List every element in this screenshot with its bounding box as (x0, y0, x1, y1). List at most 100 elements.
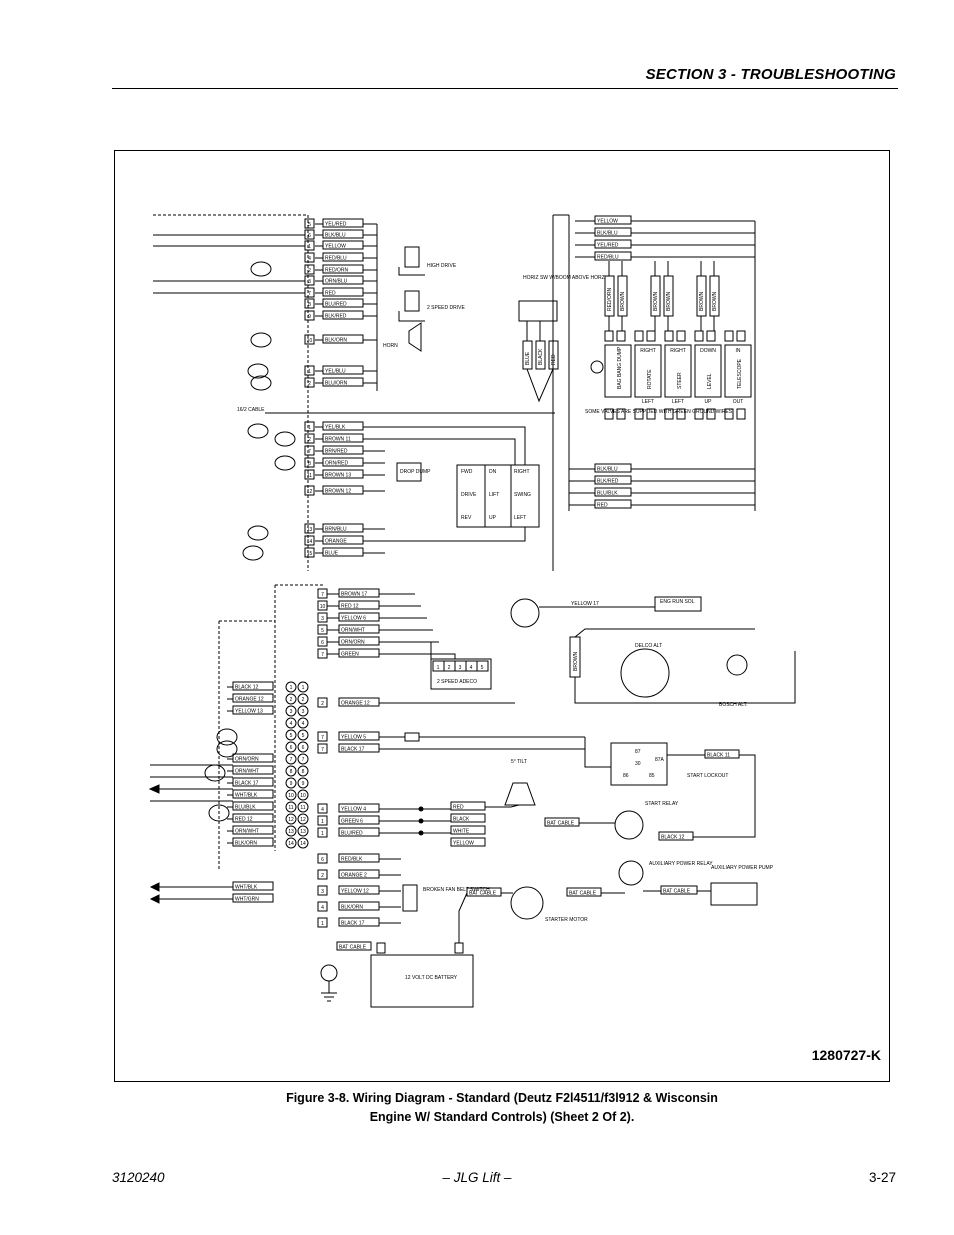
wire-label: YELLOW 6 (341, 616, 366, 622)
pin-number: 7 (321, 747, 324, 753)
joystick-label: REV (461, 515, 472, 521)
pin-box (317, 885, 328, 896)
wire-label: BROWN 13 (325, 473, 351, 479)
terminal-circle (285, 801, 297, 813)
valve-terminal (706, 330, 716, 342)
terminal-number: 5 (302, 733, 305, 739)
terminal-number: 12 (300, 817, 306, 823)
wire-label-box (338, 624, 380, 634)
pin-box (317, 917, 328, 928)
terminal-number: 10 (288, 793, 294, 799)
valve-terminal (646, 330, 656, 342)
terminal-circle (297, 681, 309, 693)
pin-number: 1 (308, 244, 311, 250)
connector-bubble (247, 525, 269, 541)
pin-box (304, 469, 315, 480)
wire-label: BLK/BLU (597, 231, 618, 237)
wire-label: BLK/RED (325, 314, 347, 320)
terminal-circle (297, 789, 309, 801)
aux-power-relay (618, 860, 644, 886)
broken-belt-switch (402, 884, 418, 912)
wire-label: BLU/BLK (235, 805, 256, 811)
arrow-head (149, 882, 160, 892)
pin-number: 1 (308, 369, 311, 375)
valve-wire-label: BROWN (666, 291, 672, 311)
connector-bubble (208, 804, 230, 822)
wire-label-box (322, 229, 364, 239)
wire-label-box (338, 869, 380, 879)
splice-dot (418, 818, 424, 824)
pin-number: 15 (307, 551, 313, 557)
wire-label: YELLOW 4 (341, 807, 366, 813)
wire-label: YELLOW (453, 841, 474, 847)
wire (398, 311, 425, 322)
pin-box (304, 252, 315, 263)
wire-label-box (544, 817, 580, 827)
wire-label: BROWN 17 (341, 592, 367, 598)
bosch-label: BOSCH ALT. (719, 702, 748, 708)
joystick-label: RIGHT (514, 469, 530, 475)
pin-number: 11 (307, 473, 312, 479)
adeco-pin: 5 (481, 665, 484, 671)
pin-number: 4 (321, 905, 324, 911)
wire-label: ORANGE 2 (341, 873, 367, 879)
connector-bubble (247, 423, 269, 439)
valve-wire-label: BROWN (653, 291, 659, 311)
wire-label: WHT/GRN (235, 897, 259, 903)
delco-alternator (620, 648, 670, 698)
broken-belt-label: BROKEN FAN BELT SWITCH (423, 887, 490, 893)
battery-terminal-neg (376, 942, 386, 954)
wire-label-box (338, 901, 380, 911)
caption-line-2: Engine W/ Standard Controls) (Sheet 2 Of… (369, 1110, 635, 1124)
relay-pin: 85 (649, 773, 655, 779)
pin-number: 10 (307, 338, 313, 344)
pin-box (304, 485, 315, 496)
wire-label-box (336, 941, 372, 951)
pin-box (304, 421, 315, 432)
wire-label: BLACK 17 (341, 921, 365, 927)
wire-label: YELLOW 12 (341, 889, 369, 895)
wire-label-box (450, 813, 486, 823)
wire-label-box (566, 887, 602, 897)
terminal-circle (285, 813, 297, 825)
resistor (404, 732, 420, 742)
terminal-circle (285, 825, 297, 837)
valve-name: LEVEL (707, 373, 713, 389)
pin-box (317, 901, 328, 912)
speed-drive-solenoid (404, 290, 420, 312)
wire-label-box (660, 885, 698, 895)
wire-label: BLU/BLK (597, 491, 618, 497)
drop-dump-solenoid (396, 462, 422, 482)
wire-label: ORN/ORN (341, 640, 365, 646)
wire (379, 653, 456, 659)
terminal-number: 8 (302, 769, 305, 775)
valve-body (604, 344, 632, 398)
wire-label-box (658, 831, 694, 841)
valve-top-label: RIGHT (670, 348, 686, 354)
wire-label: BLACK 11 (707, 753, 730, 759)
valve-terminal (634, 408, 644, 420)
terminal-number: 7 (290, 757, 293, 763)
pin-number: 10 (320, 604, 326, 610)
terminal-number: 9 (290, 781, 293, 787)
wire-label: BLACK 12 (661, 835, 685, 841)
wire-label-box (322, 334, 364, 344)
terminal-number: 2 (302, 697, 305, 703)
wire-label: BLK/ORN (325, 338, 347, 344)
pin-number: 1 (308, 425, 311, 431)
switch-wire-label: BLUE (525, 351, 531, 365)
pin-box (304, 298, 315, 309)
pin-box (317, 731, 328, 742)
wire-label: BAT CABLE (469, 891, 497, 897)
wire-label-box (232, 753, 274, 763)
wire-label: GREEN (341, 652, 359, 658)
pin-number: 2 (308, 437, 311, 443)
pin-number: 2 (321, 873, 324, 879)
wire (574, 651, 796, 704)
figure-caption: Figure 3-8. Wiring Diagram - Standard (D… (114, 1089, 890, 1127)
terminal-number: 13 (300, 829, 306, 835)
drop-dump-label: DROP DUMP (400, 469, 431, 475)
delco-label: DELCO ALT (635, 643, 662, 649)
valve-terminal (694, 408, 704, 420)
terminal-circle (297, 801, 309, 813)
